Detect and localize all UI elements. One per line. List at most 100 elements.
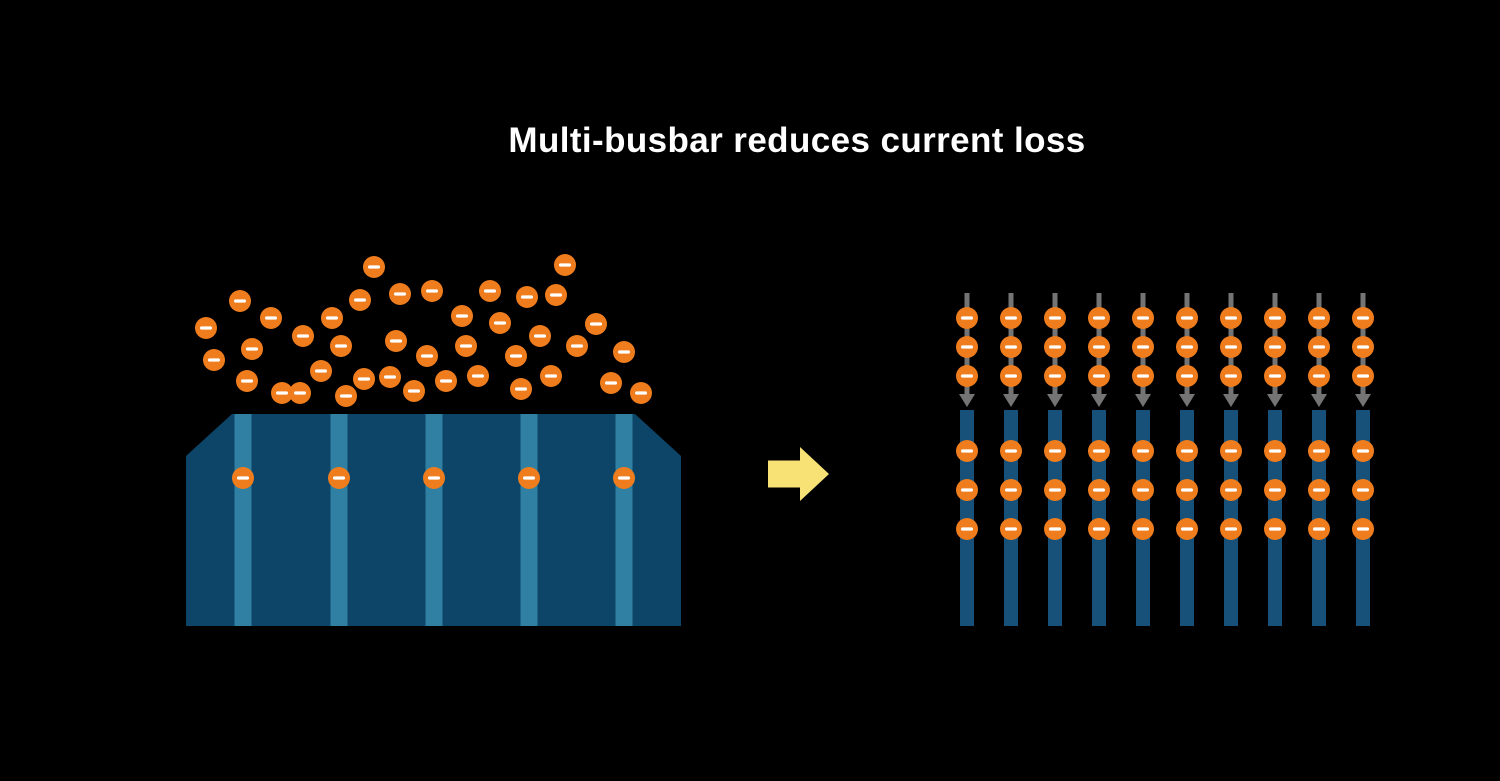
flow-arrow-head-icon <box>1047 394 1063 407</box>
minus-icon <box>237 476 249 480</box>
minus-icon <box>1181 374 1193 378</box>
electron <box>1308 365 1330 387</box>
minus-icon <box>1225 374 1237 378</box>
minus-icon <box>1357 316 1369 320</box>
minus-icon <box>421 354 433 358</box>
electron <box>310 360 332 382</box>
minus-icon <box>1225 316 1237 320</box>
minus-icon <box>559 263 571 267</box>
electron <box>451 305 473 327</box>
minus-icon <box>472 374 484 378</box>
electron <box>600 372 622 394</box>
minus-icon <box>494 321 506 325</box>
minus-icon <box>1137 527 1149 531</box>
electron <box>363 256 385 278</box>
minus-icon <box>523 476 535 480</box>
electron <box>505 345 527 367</box>
minus-icon <box>294 391 306 395</box>
minus-icon <box>961 449 973 453</box>
electron <box>1308 518 1330 540</box>
electron <box>416 345 438 367</box>
electron <box>489 312 511 334</box>
minus-icon <box>1137 449 1149 453</box>
minus-icon <box>1181 345 1193 349</box>
electron <box>1220 440 1242 462</box>
minus-icon <box>1005 345 1017 349</box>
minus-icon <box>315 369 327 373</box>
minus-icon <box>1225 449 1237 453</box>
minus-icon <box>246 347 258 351</box>
electron <box>1044 440 1066 462</box>
electron <box>566 335 588 357</box>
minus-icon <box>1357 345 1369 349</box>
minus-icon <box>456 314 468 318</box>
multi-busbar-group <box>956 293 1374 626</box>
minus-icon <box>1269 488 1281 492</box>
electron <box>1176 440 1198 462</box>
electron <box>1308 440 1330 462</box>
minus-icon <box>1093 345 1105 349</box>
minus-icon <box>1093 527 1105 531</box>
minus-icon <box>1357 449 1369 453</box>
minus-icon <box>1181 527 1193 531</box>
minus-icon <box>1093 374 1105 378</box>
electron <box>956 518 978 540</box>
electron <box>289 382 311 404</box>
electron <box>1132 307 1154 329</box>
electron <box>455 335 477 357</box>
electron <box>1220 518 1242 540</box>
busbar-column <box>1176 293 1198 626</box>
electron <box>1264 365 1286 387</box>
minus-icon <box>408 389 420 393</box>
electron <box>1352 479 1374 501</box>
electron <box>1044 307 1066 329</box>
electron <box>203 349 225 371</box>
minus-icon <box>1181 449 1193 453</box>
flow-arrow-head-icon <box>959 394 975 407</box>
minus-icon <box>440 379 452 383</box>
electron <box>389 283 411 305</box>
electron <box>1000 479 1022 501</box>
electron <box>1000 307 1022 329</box>
minus-icon <box>1357 488 1369 492</box>
minus-icon <box>1005 527 1017 531</box>
electron <box>467 365 489 387</box>
electron <box>236 370 258 392</box>
minus-icon <box>1181 316 1193 320</box>
busbar-column <box>1132 293 1154 626</box>
electron <box>1220 365 1242 387</box>
busbar-column <box>1000 293 1022 626</box>
minus-icon <box>1269 374 1281 378</box>
minus-icon <box>368 265 380 269</box>
minus-icon <box>1005 374 1017 378</box>
busbar-stripes <box>234 414 633 626</box>
busbar-column <box>1220 293 1242 626</box>
minus-icon <box>1357 374 1369 378</box>
minus-icon <box>1181 488 1193 492</box>
electron <box>421 280 443 302</box>
minus-icon <box>1093 488 1105 492</box>
electron <box>518 467 540 489</box>
electron <box>1220 479 1242 501</box>
busbar-stripe <box>330 414 348 626</box>
electron <box>349 289 371 311</box>
busbar-stripe <box>234 414 252 626</box>
minus-icon <box>961 527 973 531</box>
minus-icon <box>384 375 396 379</box>
electron <box>1132 440 1154 462</box>
flow-arrow-head-icon <box>1003 394 1019 407</box>
electron <box>1088 479 1110 501</box>
electron <box>585 313 607 335</box>
minus-icon <box>550 293 562 297</box>
electron <box>956 336 978 358</box>
minus-icon <box>510 354 522 358</box>
electron <box>321 307 343 329</box>
minus-icon <box>1137 488 1149 492</box>
electron <box>540 365 562 387</box>
busbar-column <box>1308 293 1330 626</box>
flow-arrow-head-icon <box>1311 394 1327 407</box>
minus-icon <box>1137 316 1149 320</box>
minus-icon <box>335 344 347 348</box>
minus-icon <box>276 391 288 395</box>
busbar-column <box>1264 293 1286 626</box>
